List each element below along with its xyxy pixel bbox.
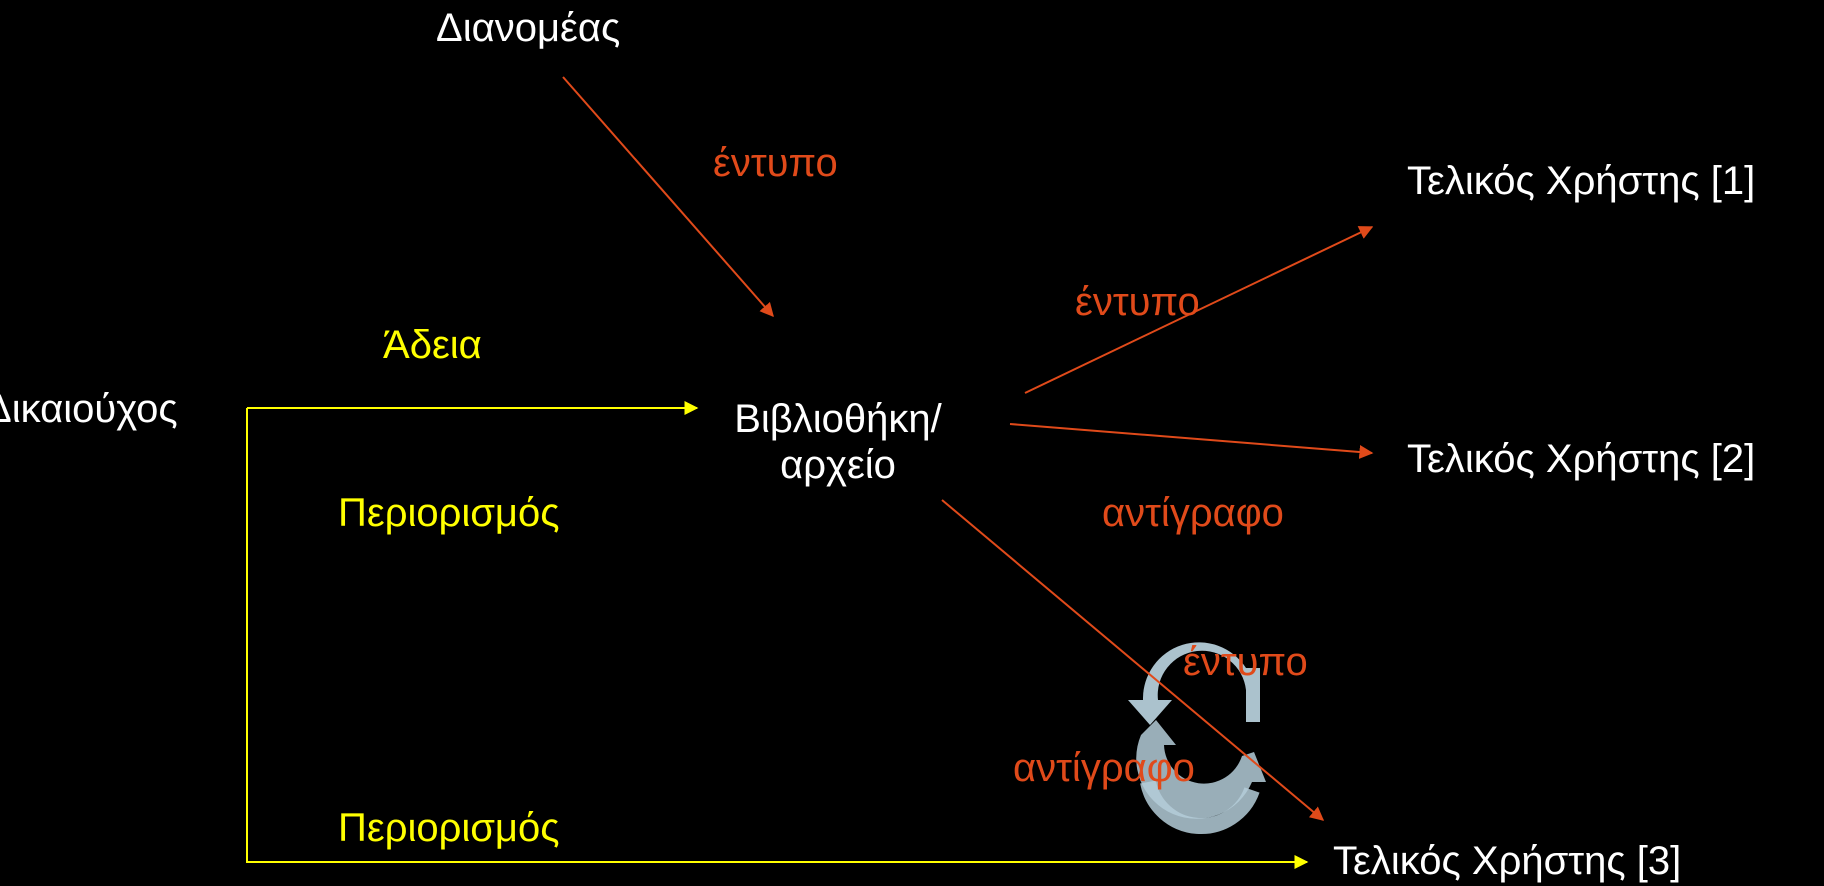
arrow-library-to-user3 xyxy=(941,499,1325,821)
circular-arrows-icon xyxy=(1128,642,1266,835)
arrow-library-to-user1 xyxy=(1024,226,1374,394)
label-library-to-user1: έντυπο xyxy=(1075,280,1200,324)
node-distributor: Διανομέας xyxy=(436,6,621,50)
label-rights-restriction-library: Περιορισμός xyxy=(338,491,560,535)
label-library-to-user2: αντίγραφο xyxy=(1102,491,1284,535)
node-library-line2: αρχείο xyxy=(780,443,896,487)
label-rights-restriction-user3: Περιορισμός xyxy=(338,806,560,850)
node-library-line1: Βιβλιοθήκη/ xyxy=(734,397,942,441)
arrow-rights-holder-to-user3 xyxy=(246,408,1309,869)
node-end-user-2: Τελικός Χρήστης [2] xyxy=(1407,437,1756,481)
label-rights-permission: Άδεια xyxy=(383,323,482,367)
node-library: Βιβλιοθήκη/ αρχείο xyxy=(712,396,964,488)
node-rights-holder: Δικαιούχος xyxy=(0,387,178,431)
label-cycle-copy: αντίγραφο xyxy=(1013,746,1195,790)
node-end-user-1: Τελικός Χρήστης [1] xyxy=(1407,159,1756,203)
label-distributor-to-library: έντυπο xyxy=(713,141,838,185)
label-cycle-print: έντυπο xyxy=(1183,640,1308,684)
arrow-library-to-user2 xyxy=(1009,423,1374,459)
arrow-distributor-to-library xyxy=(562,76,774,318)
node-end-user-3: Τελικός Χρήστης [3] xyxy=(1333,839,1682,883)
